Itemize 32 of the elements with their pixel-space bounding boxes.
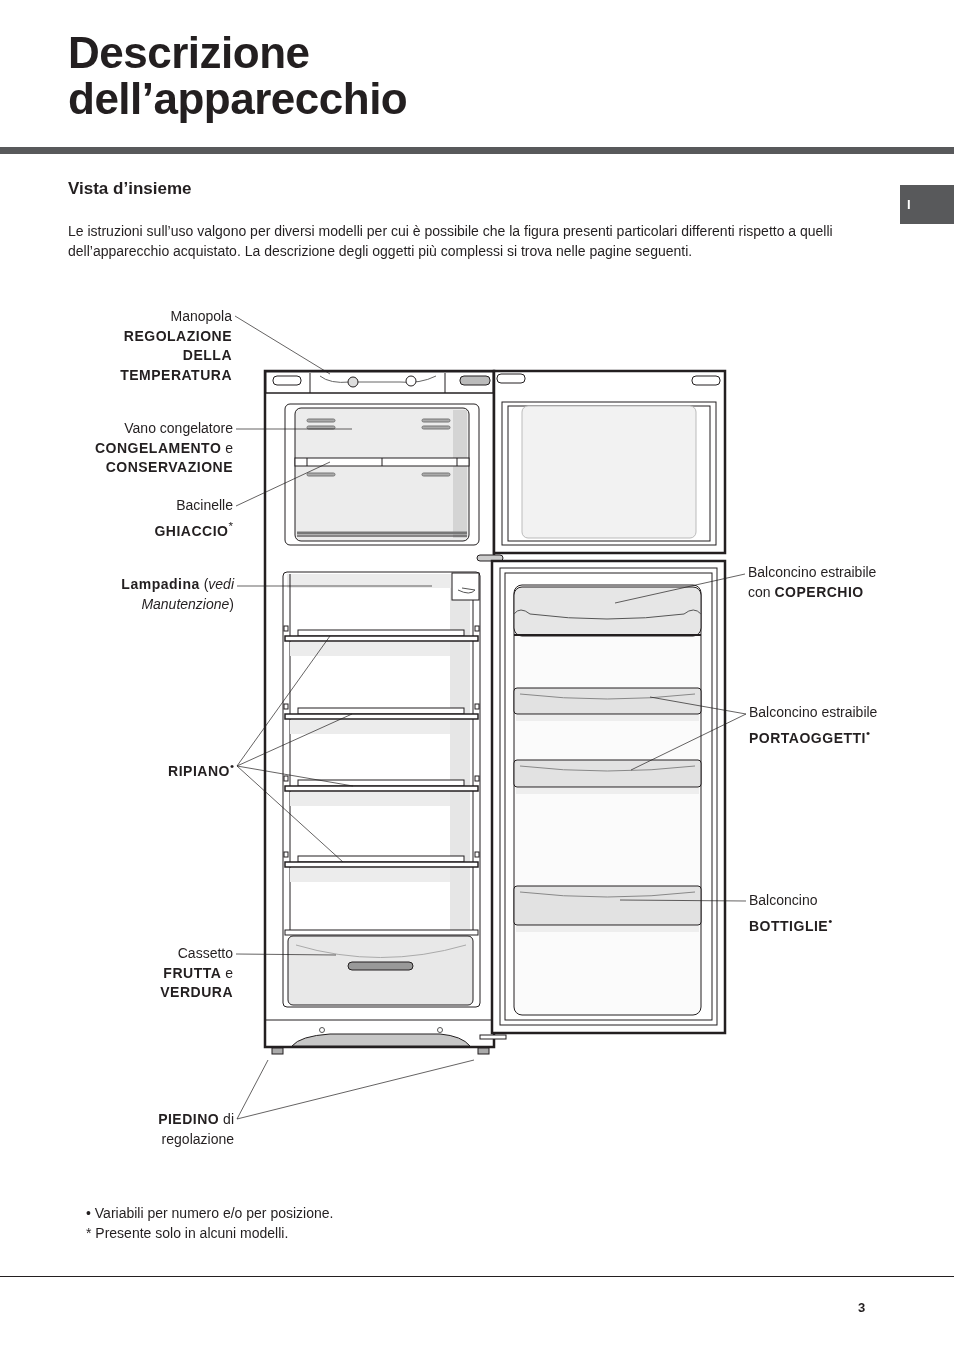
leader-line — [236, 1059, 269, 1120]
leader-line — [614, 573, 746, 604]
callout-label: Lampadina (vedi Manutenzione) — [94, 575, 234, 614]
page-number: 3 — [858, 1300, 866, 1315]
callout-label: Vano congelatore CONGELAMENTO e CONSERVAZIONE — [78, 419, 233, 478]
footnote: • Variabili per numero e/o per posizione. — [86, 1205, 334, 1221]
leader-line — [236, 585, 433, 587]
page-title: Descrizione dell’apparecchio — [68, 30, 409, 122]
callout-label: PIEDINO di regolazione — [129, 1110, 234, 1149]
leader-line — [235, 461, 331, 507]
footnote: * Presente solo in alcuni modelli. — [86, 1225, 289, 1241]
callout-label: Balconcino estraibile PORTAOGGETTI$^{•}$ — [749, 703, 899, 748]
leader-line — [235, 428, 353, 430]
section-heading: Vista d’insieme — [68, 179, 192, 199]
intro-paragraph: Le istruzioni sull’uso valgono per diversi modelli per cui è possibile che la figura presenti particolari differenti rispetto a quelli dell’apparecchio acquistato. La descrizione degli oggetti più complessi si trova nelle pagine seguenti. — [68, 222, 834, 261]
leader-line — [649, 696, 747, 715]
callout-label: Manopola REGOLAZIONE DELLA TEMPERATURA — [104, 307, 232, 385]
callout-label: RIPIANO$^{•}$ — [134, 756, 234, 782]
callout-label: Cassetto FRUTTA e VERDURA — [148, 944, 233, 1003]
leader-line — [236, 1059, 475, 1120]
leader-line — [236, 635, 331, 767]
leader-line — [236, 765, 354, 787]
leader-line — [630, 713, 747, 771]
callout-label: Bacinelle GHIACCIO$^{*}$ — [133, 496, 233, 541]
leader-line — [236, 765, 344, 863]
callout-label: Balconcino BOTTIGLIE$^{•}$ — [749, 891, 849, 936]
leader-line — [619, 899, 747, 902]
language-tab: I — [900, 185, 954, 224]
leader-line — [236, 713, 353, 767]
callout-label: Balconcino estraibile con COPERCHIO — [748, 563, 898, 602]
leader-line — [234, 315, 331, 375]
leader-line — [235, 953, 337, 956]
